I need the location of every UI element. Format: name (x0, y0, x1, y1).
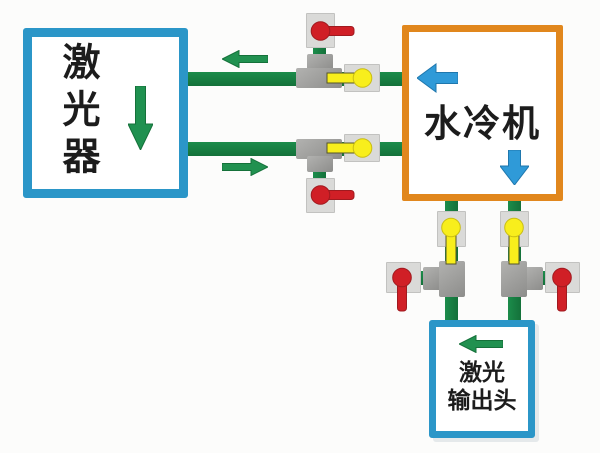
tee-fitting-left-body (439, 261, 465, 297)
laser-box-label: 激光器 (56, 42, 98, 183)
red-ball-valve-icon-left (392, 267, 412, 312)
output-head-box-label: 激光 输出头 (436, 358, 528, 414)
tee-fitting-left-arm (423, 267, 441, 290)
red-ball-valve-icon-bottom (310, 185, 355, 205)
pipe-stub-top-red-valve (313, 46, 326, 56)
yellow-coupling-icon-top (326, 68, 373, 88)
yellow-coupling-icon-right (504, 217, 524, 265)
yellow-coupling-icon-bottom (326, 138, 373, 158)
pipe-stub-bottom-red-valve (313, 170, 326, 180)
tee-fitting-right-arm (525, 267, 543, 290)
output-label-line1: 激光 (459, 359, 505, 385)
laser-box: 激光器 (23, 28, 188, 198)
red-ball-valve-icon-right (552, 267, 572, 312)
chiller-box: 水冷机 (402, 25, 563, 201)
flow-arrow-left-icon (222, 50, 268, 68)
chiller-flow-left-arrow-icon (417, 63, 458, 93)
chiller-box-label: 水冷机 (424, 103, 541, 144)
red-ball-valve-icon-top (310, 21, 355, 41)
output-flow-left-arrow-icon (459, 335, 503, 353)
tee-fitting-right-body (501, 261, 527, 297)
output-head-box: 激光 输出头 (429, 320, 535, 438)
laser-flow-down-arrow-icon (128, 86, 153, 150)
yellow-coupling-icon-left (441, 217, 461, 265)
flow-arrow-right-icon (222, 158, 268, 176)
output-label-line2: 输出头 (447, 387, 517, 413)
tee-fitting-top-riser (307, 54, 333, 70)
chiller-flow-down-arrow-icon (500, 150, 529, 185)
tee-fitting-bottom-riser (307, 156, 333, 172)
